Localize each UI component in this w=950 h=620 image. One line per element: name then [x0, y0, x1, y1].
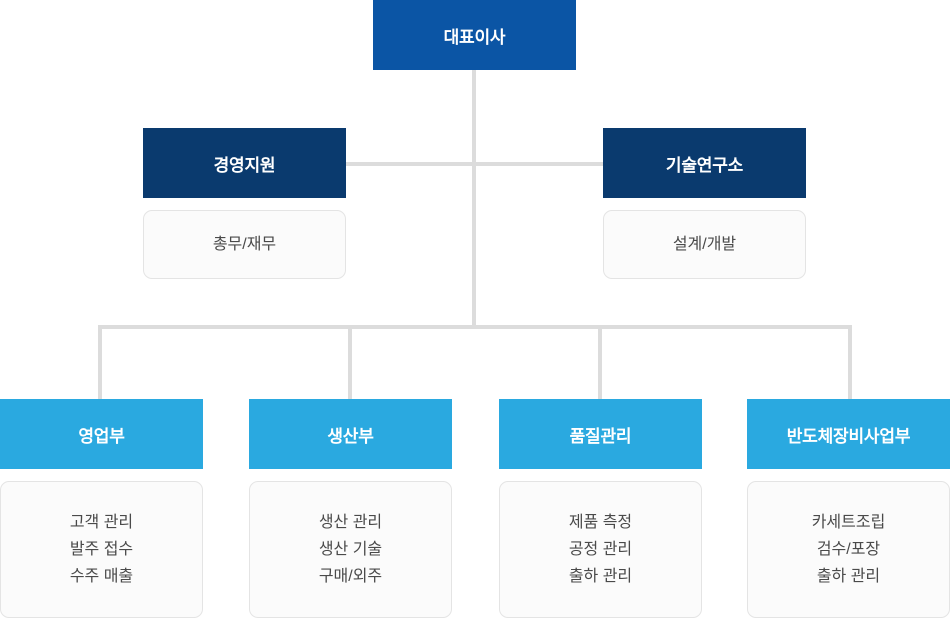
connector-drop-semiconductor	[848, 325, 852, 400]
node-management-support[interactable]: 경영지원	[143, 128, 346, 198]
connector-drop-quality	[598, 325, 602, 400]
node-tech-research-institute-label: 기술연구소	[665, 155, 744, 175]
subbox-semiconductor-line-3: 출하 관리	[816, 568, 881, 585]
connector-department-bus	[98, 325, 852, 329]
node-sales-department-label: 영업부	[78, 426, 125, 446]
node-production-department-label: 생산부	[327, 426, 374, 446]
node-production-department[interactable]: 생산부	[249, 399, 452, 469]
subbox-quality-control-department: 제품 측정 공정 관리 출하 관리	[499, 481, 702, 618]
node-tech-research-institute[interactable]: 기술연구소	[603, 128, 806, 198]
node-ceo[interactable]: 대표이사	[373, 0, 576, 70]
connector-staff-bar	[345, 162, 604, 166]
subbox-production-line-1: 생산 관리	[318, 514, 383, 531]
node-ceo-label: 대표이사	[443, 27, 506, 47]
subbox-semiconductor-equipment-division: 카세트조립 검수/포장 출하 관리	[747, 481, 950, 618]
node-semiconductor-equipment-division-label: 반도체장비사업부	[786, 426, 911, 446]
subbox-management-support-line-1: 총무/재무	[212, 236, 277, 253]
node-sales-department[interactable]: 영업부	[0, 399, 203, 469]
subbox-sales-line-2: 발주 접수	[69, 541, 134, 558]
node-management-support-label: 경영지원	[213, 155, 276, 175]
subbox-sales-line-1: 고객 관리	[69, 514, 134, 531]
subbox-quality-line-3: 출하 관리	[568, 568, 633, 585]
connector-drop-production	[348, 325, 352, 400]
subbox-production-line-2: 생산 기술	[318, 541, 383, 558]
subbox-quality-line-1: 제품 측정	[568, 514, 633, 531]
subbox-semiconductor-line-2: 검수/포장	[816, 541, 881, 558]
subbox-tech-research-institute-line-1: 설계/개발	[672, 236, 737, 253]
subbox-sales-line-3: 수주 매출	[69, 568, 134, 585]
connector-ceo-spine	[472, 70, 476, 329]
subbox-quality-line-2: 공정 관리	[568, 541, 633, 558]
subbox-sales-department: 고객 관리 발주 접수 수주 매출	[0, 481, 203, 618]
connector-drop-sales	[98, 325, 102, 400]
subbox-tech-research-institute: 설계/개발	[603, 210, 806, 279]
subbox-management-support: 총무/재무	[143, 210, 346, 279]
node-semiconductor-equipment-division[interactable]: 반도체장비사업부	[747, 399, 950, 469]
subbox-production-line-3: 구매/외주	[318, 568, 383, 585]
subbox-semiconductor-line-1: 카세트조립	[811, 514, 886, 531]
subbox-production-department: 생산 관리 생산 기술 구매/외주	[249, 481, 452, 618]
node-quality-control-department[interactable]: 품질관리	[499, 399, 702, 469]
node-quality-control-department-label: 품질관리	[569, 426, 632, 446]
